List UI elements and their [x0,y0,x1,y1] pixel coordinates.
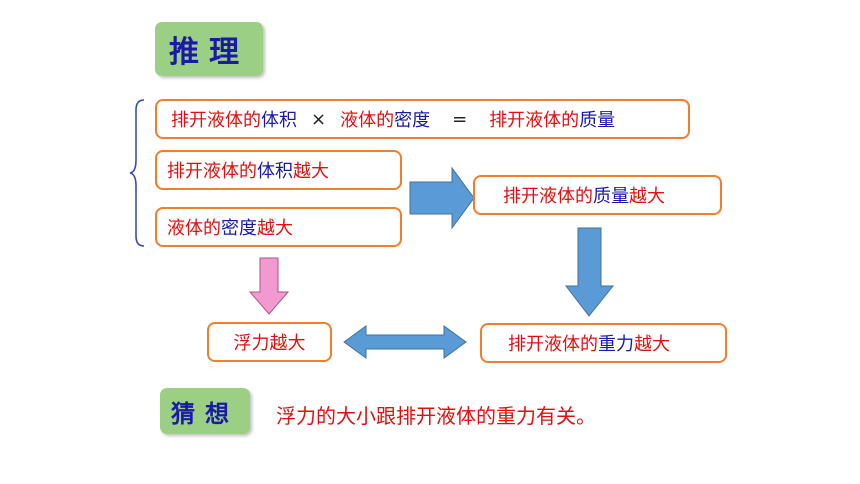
mass-box-p2: 质量 [593,186,629,207]
equation-p5: 排开液体的 [489,110,580,131]
volume-box: 排开液体的 体积 越大 [155,150,402,190]
guess-tag-label: 猜想 [171,399,239,428]
volume-box-p3: 越大 [293,161,329,182]
double-arrow [343,325,467,359]
mass-box: 排开液体的 质量 越大 [473,175,722,215]
equation-p3: 液体的 [340,110,395,131]
density-box-p1: 液体的 [167,218,221,239]
guess-tag: 猜想 [160,388,250,434]
down-arrow-blue [564,227,615,317]
buoyancy-box: 浮力越大 [207,322,332,362]
density-box-p2: 密度 [221,218,257,239]
buoyancy-box-label: 浮力越大 [233,333,306,354]
mass-box-p1: 排开液体的 [503,186,593,207]
volume-box-p2: 体积 [257,161,293,182]
volume-box-p1: 排开液体的 [167,161,257,182]
equation-p1: 排开液体的 [171,110,261,131]
mass-box-p3: 越大 [629,186,665,207]
equation-box: 排开液体的 体积 × 液体的 密度 = 排开液体的 质量 [155,99,690,139]
gravity-box-p1: 排开液体的 [508,334,598,355]
equation-volume: 体积 [261,110,297,131]
gravity-box-p2: 重力 [598,334,634,355]
equation-mass: 质量 [579,110,616,131]
density-box: 液体的 密度 越大 [155,207,402,247]
left-brace [129,99,145,247]
down-arrow-pink [248,257,290,315]
gravity-box: 排开液体的 重力 越大 [480,323,727,363]
conclusion-text: 浮力的大小跟排开液体的重力有关。 [276,404,596,428]
density-box-p3: 越大 [257,218,293,239]
reasoning-tag: 推理 [155,22,263,76]
gravity-box-p3: 越大 [634,334,670,355]
equation-equals: = [452,108,468,130]
reasoning-tag-label: 推理 [169,35,249,70]
equation-times: × [311,108,327,130]
right-arrow [409,166,475,230]
equation-density: 密度 [394,110,431,131]
